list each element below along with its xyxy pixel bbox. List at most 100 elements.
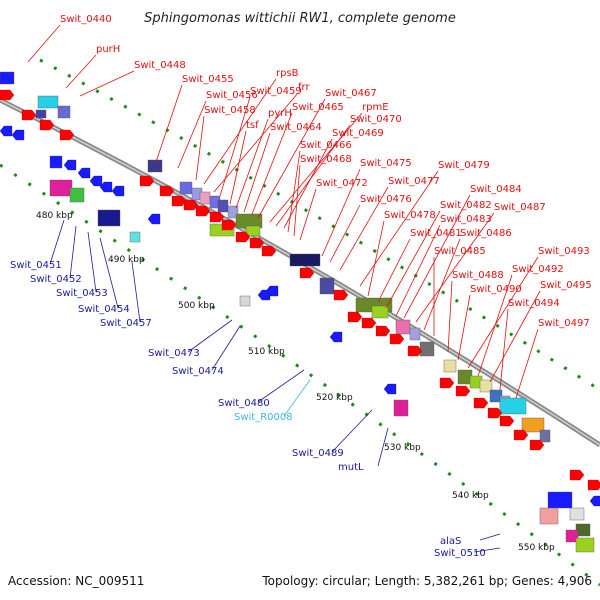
- forward-label-leader: [283, 138, 333, 229]
- feature-block: [179, 181, 193, 195]
- forward-label-leader: [339, 186, 389, 271]
- feature-block: [37, 95, 59, 109]
- reverse-gene-arrow: [589, 495, 600, 507]
- forward-label-leader: [385, 210, 441, 309]
- reverse-gene-arrow: [11, 129, 25, 141]
- feature-block: [395, 319, 411, 335]
- reverse-gene-arrow: [147, 213, 161, 225]
- forward-label-leader: [477, 274, 513, 377]
- forward-label-leader: [321, 168, 361, 257]
- reverse-gene-label: Swit_0480: [218, 398, 270, 409]
- forward-label-leader: [251, 112, 293, 215]
- forward-label-leader: [213, 92, 299, 193]
- reverse-label-leader: [331, 409, 373, 453]
- scale-tick-label: 500 kbp: [178, 301, 215, 311]
- forward-label-leader: [403, 194, 471, 319]
- reverse-gene-label: Swit_0474: [172, 366, 224, 377]
- forward-label-leader: [27, 24, 61, 63]
- feature-block: [319, 277, 335, 295]
- forward-gene-label: Swit_0487: [494, 202, 546, 213]
- feature-block: [57, 105, 71, 119]
- feature-block: [575, 537, 595, 553]
- feature-block: [97, 209, 121, 227]
- rna-label-leader: [283, 379, 311, 417]
- forward-gene-arrow: [439, 377, 455, 389]
- scale-tick-label: 540 kbp: [452, 491, 489, 501]
- forward-gene-label: Swit_0477: [388, 176, 440, 187]
- forward-gene-arrow: [59, 129, 75, 141]
- feature-block: [539, 429, 551, 443]
- forward-gene-label: Swit_0459: [250, 86, 302, 97]
- forward-label-leader: [243, 132, 271, 213]
- rna-gene-label: Swit_R0008: [234, 412, 293, 423]
- reverse-gene-arrow: [63, 159, 77, 171]
- gene-labels: Swit_0440purHSwit_0448Swit_0455Swit_0456…: [10, 14, 592, 559]
- forward-label-leader: [65, 54, 97, 89]
- forward-gene-label: Swit_0466: [300, 140, 352, 151]
- forward-gene-label: Swit_0492: [512, 264, 564, 275]
- reverse-gene-label: Swit_0453: [56, 288, 108, 299]
- inner-dotted-ring: [0, 163, 600, 587]
- forward-gene-label: Swit_0448: [134, 60, 186, 71]
- reverse-gene-label: Swit_0473: [148, 348, 200, 359]
- forward-gene-arrow: [249, 237, 265, 249]
- reverse-label-leader: [377, 427, 389, 467]
- forward-label-leader: [235, 118, 269, 209]
- feature-block: [129, 231, 141, 243]
- forward-gene-label: Swit_0482: [440, 200, 492, 211]
- feature-block: [239, 295, 251, 307]
- forward-gene-label: Swit_0469: [332, 128, 384, 139]
- feature-block: [371, 305, 389, 319]
- forward-gene-arrow: [569, 469, 585, 481]
- forward-label-leader: [155, 84, 183, 163]
- forward-gene-label: rpmE: [362, 102, 389, 113]
- reverse-gene-arrow: [99, 181, 113, 193]
- reverse-gene-label: Swit_0489: [292, 448, 344, 459]
- forward-gene-arrow: [473, 397, 489, 409]
- reverse-gene-arrow: [329, 331, 343, 343]
- forward-gene-arrow: [499, 415, 515, 427]
- forward-gene-arrow: [235, 231, 251, 243]
- forward-label-leader: [269, 112, 363, 223]
- feature-block: [0, 71, 15, 85]
- forward-gene-arrow: [209, 211, 225, 223]
- forward-label-leader: [287, 150, 301, 233]
- forward-gene-arrow: [221, 219, 237, 231]
- forward-gene-label: Swit_0456: [206, 90, 258, 101]
- reverse-gene-arrow: [77, 167, 91, 179]
- forward-gene-label: Swit_0468: [300, 154, 352, 165]
- feature-block: [49, 179, 73, 197]
- forward-label-leader: [395, 224, 441, 317]
- scale-tick-label: 520 kbp: [316, 393, 353, 403]
- reverse-label-leader: [187, 319, 233, 353]
- forward-label-leader: [257, 98, 326, 219]
- forward-gene-label: Swit_0478: [384, 210, 436, 221]
- forward-gene-arrow: [487, 407, 503, 419]
- reverse-label-leader: [69, 225, 77, 279]
- forward-label-leader: [275, 124, 351, 227]
- forward-gene-arrow: [361, 317, 377, 329]
- forward-gene-label: Swit_0497: [538, 318, 590, 329]
- feature-block: [569, 507, 585, 521]
- forward-gene-arrow: [513, 429, 529, 441]
- forward-label-leader: [177, 100, 207, 169]
- forward-gene-arrow: [587, 479, 600, 491]
- forward-gene-arrow: [299, 267, 315, 279]
- forward-gene-label: Swit_0467: [325, 88, 377, 99]
- forward-gene-label: Swit_0476: [360, 194, 412, 205]
- forward-gene-label: frr: [298, 82, 310, 93]
- reverse-gene-arrow: [0, 125, 13, 137]
- genome-summary-text: Topology: circular; Length: 5,382,261 bp…: [261, 574, 592, 588]
- feature-track: [0, 71, 600, 553]
- forward-gene-arrow: [347, 311, 363, 323]
- forward-gene-label: Swit_0479: [438, 160, 490, 171]
- forward-gene-arrow: [261, 245, 277, 257]
- reverse-gene-arrow: [383, 383, 397, 395]
- forward-gene-arrow: [375, 325, 391, 337]
- forward-gene-label: pyrH: [268, 108, 292, 119]
- forward-gene-arrow: [333, 289, 349, 301]
- forward-gene-arrow: [195, 205, 211, 217]
- forward-label-leader: [203, 78, 277, 185]
- reverse-gene-label: Swit_0510: [434, 548, 486, 559]
- forward-gene-label: Swit_0493: [538, 246, 590, 257]
